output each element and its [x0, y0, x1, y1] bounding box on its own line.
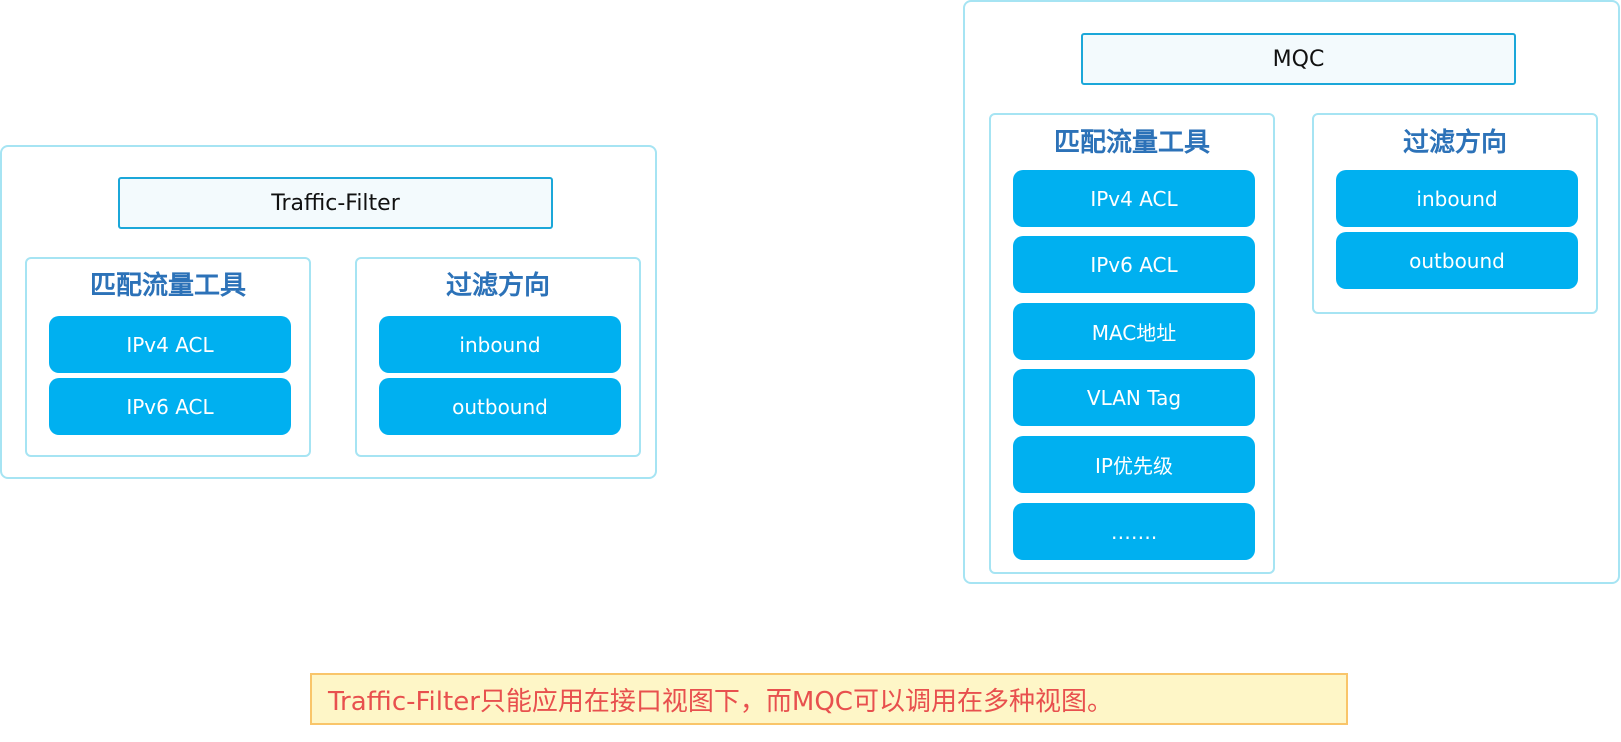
- mqc-direction-title: 过滤方向: [1402, 128, 1507, 158]
- mqc-match-title: 匹配流量工具: [1053, 128, 1210, 158]
- mqc-direction-group: 过滤方向 inbound outbound: [1312, 113, 1598, 314]
- mqc-title: MQC: [1081, 33, 1516, 85]
- mqc-match-item: IPv4 ACL: [1013, 170, 1255, 227]
- mqc-match-item: MAC地址: [1013, 303, 1255, 360]
- traffic-filter-direction-group: 过滤方向 inbound outbound: [355, 257, 641, 457]
- traffic-filter-direction-item: inbound: [379, 316, 621, 373]
- mqc-direction-item: inbound: [1336, 170, 1578, 227]
- traffic-filter-match-title: 匹配流量工具: [89, 271, 246, 301]
- summary-note: Traffic-Filter只能应用在接口视图下，而MQC可以调用在多种视图。: [310, 673, 1348, 725]
- traffic-filter-match-group: 匹配流量工具 IPv4 ACL IPv6 ACL: [25, 257, 311, 457]
- mqc-match-item: VLAN Tag: [1013, 369, 1255, 426]
- mqc-match-group: 匹配流量工具 IPv4 ACL IPv6 ACL MAC地址 VLAN Tag …: [989, 113, 1275, 574]
- mqc-match-item: …….: [1013, 503, 1255, 560]
- traffic-filter-match-item: IPv6 ACL: [49, 378, 291, 435]
- mqc-panel: MQC 匹配流量工具 IPv4 ACL IPv6 ACL MAC地址 VLAN …: [963, 0, 1620, 584]
- traffic-filter-direction-item: outbound: [379, 378, 621, 435]
- traffic-filter-title: Traffic-Filter: [118, 177, 553, 229]
- traffic-filter-panel: Traffic-Filter 匹配流量工具 IPv4 ACL IPv6 ACL …: [0, 145, 657, 479]
- mqc-direction-item: outbound: [1336, 232, 1578, 289]
- traffic-filter-direction-title: 过滤方向: [445, 271, 550, 301]
- mqc-match-item: IPv6 ACL: [1013, 236, 1255, 293]
- mqc-match-item: IP优先级: [1013, 436, 1255, 493]
- traffic-filter-match-item: IPv4 ACL: [49, 316, 291, 373]
